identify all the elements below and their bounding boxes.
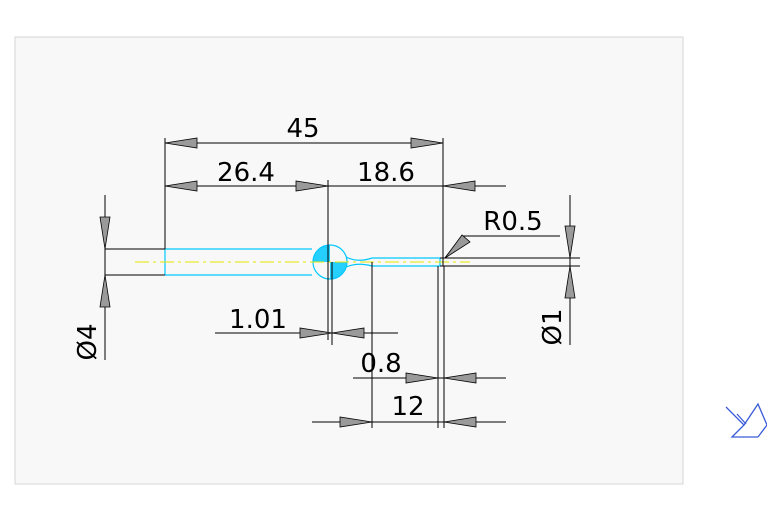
dim-tip-length: 12 — [391, 392, 424, 422]
dim-left-length: 26.4 — [217, 158, 275, 188]
dim-neck-length: 0.8 — [360, 349, 401, 379]
drawing-sheet — [14, 36, 684, 485]
dimension-arrows — [99, 137, 576, 428]
dim-radius: R0.5 — [483, 207, 542, 237]
dim-ball-offset: 1.01 — [229, 305, 287, 335]
dimension-lines — [104, 138, 580, 428]
ucs-icon — [725, 402, 767, 438]
dim-large-diameter: Ø4 — [73, 323, 103, 360]
dim-overall-length: 45 — [286, 114, 319, 144]
ball-hatching — [313, 245, 347, 279]
dim-right-length: 18.6 — [357, 158, 415, 188]
dim-small-diameter: Ø1 — [538, 308, 568, 345]
